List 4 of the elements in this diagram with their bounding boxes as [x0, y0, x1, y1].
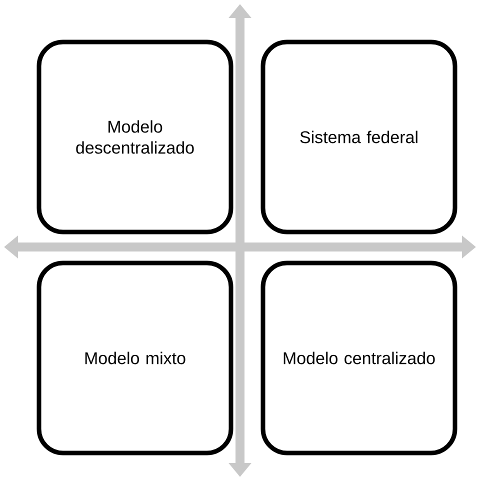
rounded-box: Modelo descentralizado: [36, 40, 234, 234]
rounded-box: Sistema federal: [260, 40, 458, 234]
rounded-box: Modelo mixto: [36, 260, 234, 456]
rounded-box: Modelo centralizado: [260, 260, 458, 456]
